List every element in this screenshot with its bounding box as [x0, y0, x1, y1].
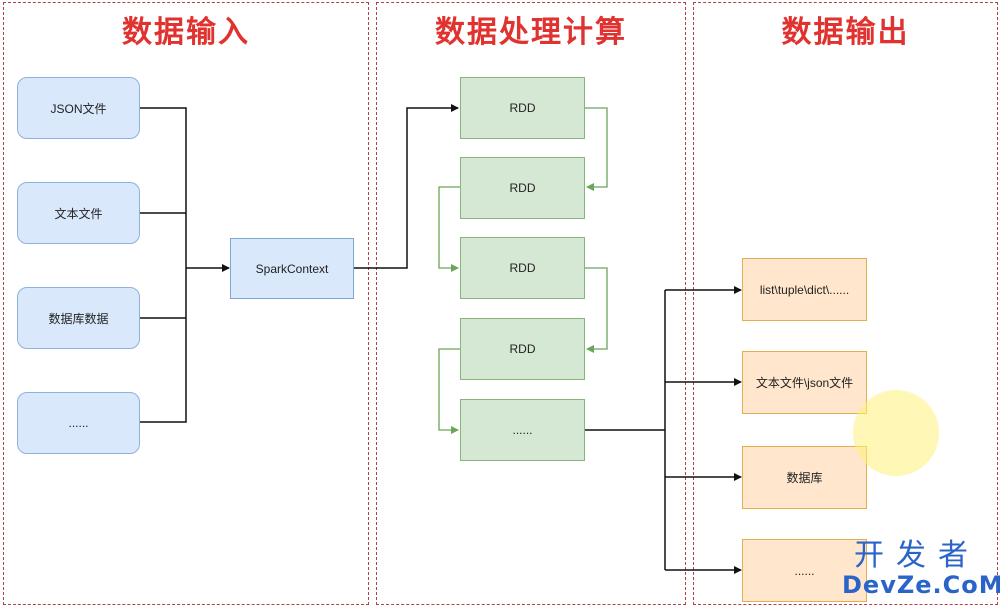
input-panel-title: 数据输入	[122, 15, 250, 50]
process-panel-title: 数据处理计算	[435, 15, 627, 50]
output-database: 数据库	[742, 446, 867, 509]
cursor-highlight	[853, 390, 939, 476]
input-database-data: 数据库数据	[17, 287, 140, 349]
rdd-box-1: RDD	[460, 77, 585, 139]
watermark-en: DevZe.CoM	[842, 571, 1000, 599]
rdd-box-4: RDD	[460, 318, 585, 380]
input-json-file: JSON文件	[17, 77, 140, 139]
rdd-box-more: ......	[460, 399, 585, 461]
input-more: ......	[17, 392, 140, 454]
spark-context-box: SparkContext	[230, 238, 354, 299]
rdd-box-3: RDD	[460, 237, 585, 299]
watermark-cn: 开发者	[854, 538, 980, 573]
output-panel-title: 数据输出	[781, 15, 910, 50]
output-text-json-file: 文本文件\json文件	[742, 351, 867, 414]
input-text-file: 文本文件	[17, 182, 140, 244]
output-collections: list\tuple\dict\......	[742, 258, 867, 321]
watermark-logo: 开发者 DevZe.CoM	[842, 538, 1000, 599]
rdd-box-2: RDD	[460, 157, 585, 219]
output-more: ......	[742, 539, 867, 602]
